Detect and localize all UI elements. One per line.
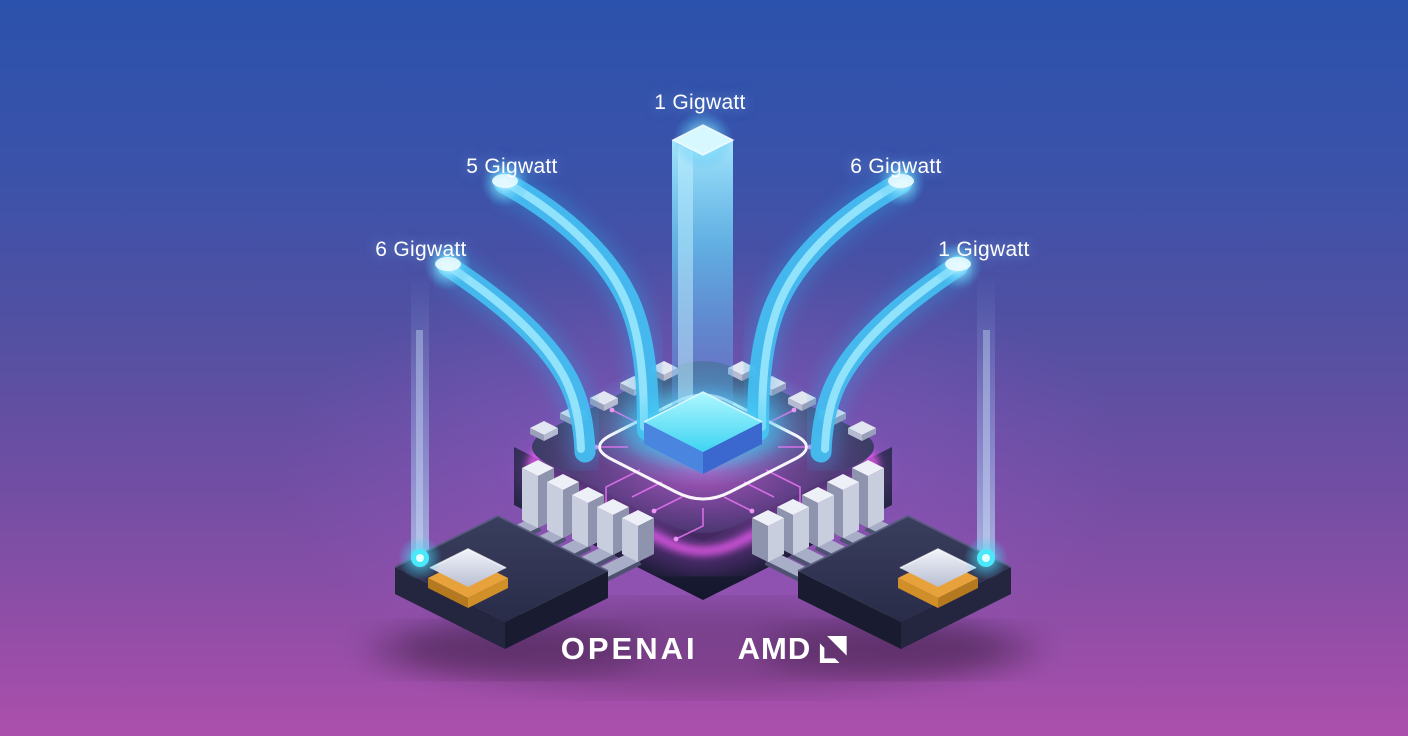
amd-logo-text: AMD	[737, 631, 812, 666]
gigwatt-label-upper-right: 6 Gigwatt	[850, 155, 942, 178]
openai-logo: OPENAI	[560, 631, 698, 666]
amd-arrow-icon	[820, 635, 848, 663]
gigwatt-label-center: 1 Gigwatt	[654, 91, 746, 114]
gigwatt-label-far-left: 6 Gigwatt	[375, 238, 467, 261]
cpu-die	[618, 388, 788, 474]
gigwatt-label-far-right: 1 Gigwatt	[938, 238, 1030, 261]
gigwatt-label-upper-left: 5 Gigwatt	[466, 155, 558, 178]
logo-row: OPENAI AMD	[560, 631, 848, 667]
amd-logo: AMD	[738, 631, 848, 667]
